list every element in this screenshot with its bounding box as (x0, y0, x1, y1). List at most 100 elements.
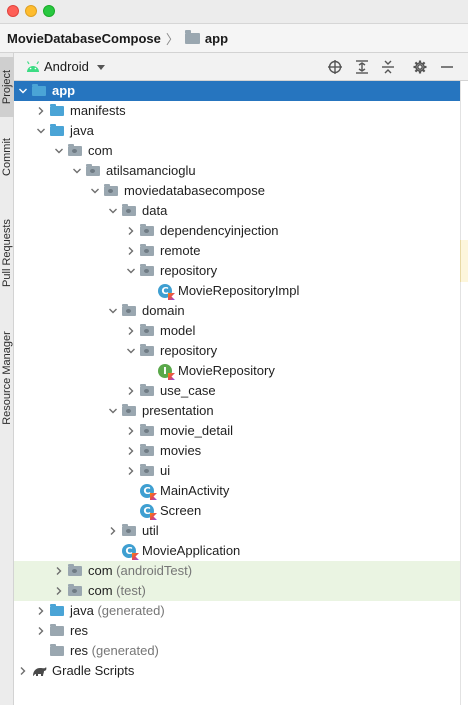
tree-node-gradle-scripts[interactable]: Gradle Scripts (14, 661, 460, 681)
tree-node-label: res (70, 624, 88, 638)
tree-node-java[interactable]: java (14, 121, 460, 141)
tree-node-name: Gradle Scripts (52, 663, 135, 678)
tree-node-label: presentation (142, 404, 214, 418)
chevron-right-icon[interactable] (16, 661, 30, 681)
chevron-down-icon[interactable] (34, 121, 48, 141)
collapse-all-icon[interactable] (380, 59, 396, 75)
tree-node-atilsamancioglu[interactable]: atilsamancioglu (14, 161, 460, 181)
breadcrumb-project[interactable]: MovieDatabaseCompose (7, 30, 161, 46)
chevron-right-icon[interactable] (124, 441, 138, 461)
package-icon (140, 224, 154, 236)
tree-node-movie-detail[interactable]: movie_detail (14, 421, 460, 441)
project-view-dropdown[interactable]: Android (44, 59, 89, 74)
tree-node-repository[interactable]: repository (14, 341, 460, 361)
tree-node-com[interactable]: com (test) (14, 581, 460, 601)
chevron-right-icon[interactable] (124, 421, 138, 441)
chevron-down-icon[interactable] (88, 181, 102, 201)
tree-node-label: model (160, 324, 195, 338)
tree-node-moviedatabasecompose[interactable]: moviedatabasecompose (14, 181, 460, 201)
tree-node-res[interactable]: res (14, 621, 460, 641)
chevron-right-icon[interactable] (124, 221, 138, 241)
tree-node-name: presentation (142, 403, 214, 418)
tree-node-remote[interactable]: remote (14, 241, 460, 261)
tree-node-dependencyinjection[interactable]: dependencyinjection (14, 221, 460, 241)
tree-node-use-case[interactable]: use_case (14, 381, 460, 401)
project-panel-header: Android (14, 53, 468, 81)
tree-node-name: res (70, 643, 89, 658)
tree-node-name: MainActivity (160, 483, 230, 498)
chevron-down-icon[interactable] (97, 65, 105, 70)
chevron-right-icon[interactable] (52, 561, 66, 581)
resource-folder-icon (50, 624, 64, 636)
tree-node-java[interactable]: java (generated) (14, 601, 460, 621)
chevron-down-icon[interactable] (124, 261, 138, 281)
tree-node-label: ui (160, 464, 170, 478)
chevron-down-icon[interactable] (16, 81, 30, 101)
close-window-button[interactable] (7, 5, 19, 17)
tool-tab-commit[interactable]: Commit (0, 127, 14, 187)
tree-node-label: MovieRepositoryImpl (178, 284, 299, 298)
chevron-down-icon[interactable] (106, 201, 120, 221)
android-icon (26, 61, 40, 72)
tree-node-name: atilsamancioglu (106, 163, 196, 178)
kotlin-class-icon: C (122, 544, 139, 560)
tree-node-name: domain (142, 303, 185, 318)
chevron-down-icon[interactable] (124, 341, 138, 361)
tree-node-util[interactable]: util (14, 521, 460, 541)
tree-node-res[interactable]: res (generated) (14, 641, 460, 661)
tree-node-com[interactable]: com (14, 141, 460, 161)
kotlin-class-icon: C (140, 504, 157, 520)
tree-node-label: repository (160, 344, 217, 358)
tree-node-com[interactable]: com (androidTest) (14, 561, 460, 581)
tool-tab-project[interactable]: Project (0, 57, 14, 117)
tool-window-strip: Project Commit Pull Requests Resource Ma… (0, 53, 14, 705)
chevron-down-icon[interactable] (106, 401, 120, 421)
tree-node-movies[interactable]: movies (14, 441, 460, 461)
breadcrumb-module[interactable]: app (204, 30, 229, 46)
chevron-right-icon[interactable] (124, 321, 138, 341)
chevron-right-icon[interactable] (106, 521, 120, 541)
hide-panel-icon[interactable] (439, 59, 455, 75)
tool-tab-resource-manager-label: Resource Manager (1, 331, 13, 425)
tree-node-app[interactable]: app (14, 81, 460, 101)
chevron-right-icon[interactable] (124, 461, 138, 481)
tree-node-label: res (generated) (70, 644, 159, 658)
tree-node-ui[interactable]: ui (14, 461, 460, 481)
tree-node-qualifier: (androidTest) (112, 563, 193, 578)
tree-node-domain[interactable]: domain (14, 301, 460, 321)
tree-node-model[interactable]: model (14, 321, 460, 341)
tree-node-manifests[interactable]: manifests (14, 101, 460, 121)
package-icon (104, 184, 118, 196)
expand-all-icon[interactable] (354, 59, 370, 75)
tree-node-presentation[interactable]: presentation (14, 401, 460, 421)
title-bar (0, 0, 468, 24)
tool-tab-pull-requests[interactable]: Pull Requests (0, 203, 14, 303)
chevron-down-icon[interactable] (106, 301, 120, 321)
tool-tab-resource-manager[interactable]: Resource Manager (0, 315, 14, 441)
gutter-highlight (460, 240, 468, 282)
chevron-right-icon[interactable] (52, 581, 66, 601)
gear-icon[interactable] (412, 59, 428, 75)
chevron-right-icon[interactable] (124, 381, 138, 401)
tree-node-label: com (androidTest) (88, 564, 192, 578)
package-icon (140, 464, 154, 476)
module-folder-icon (184, 29, 200, 44)
tree-node-label: domain (142, 304, 185, 318)
chevron-right-icon[interactable] (124, 241, 138, 261)
chevron-right-icon[interactable] (34, 601, 48, 621)
tree-node-data[interactable]: data (14, 201, 460, 221)
package-icon (86, 164, 100, 176)
zoom-window-button[interactable] (43, 5, 55, 17)
chevron-down-icon[interactable] (52, 141, 66, 161)
minimize-window-button[interactable] (25, 5, 37, 17)
chevron-right-icon[interactable] (34, 621, 48, 641)
chevron-right-icon[interactable] (34, 101, 48, 121)
locate-file-icon[interactable] (327, 59, 343, 75)
tree-node-repository[interactable]: repository (14, 261, 460, 281)
chevron-down-icon[interactable] (70, 161, 84, 181)
